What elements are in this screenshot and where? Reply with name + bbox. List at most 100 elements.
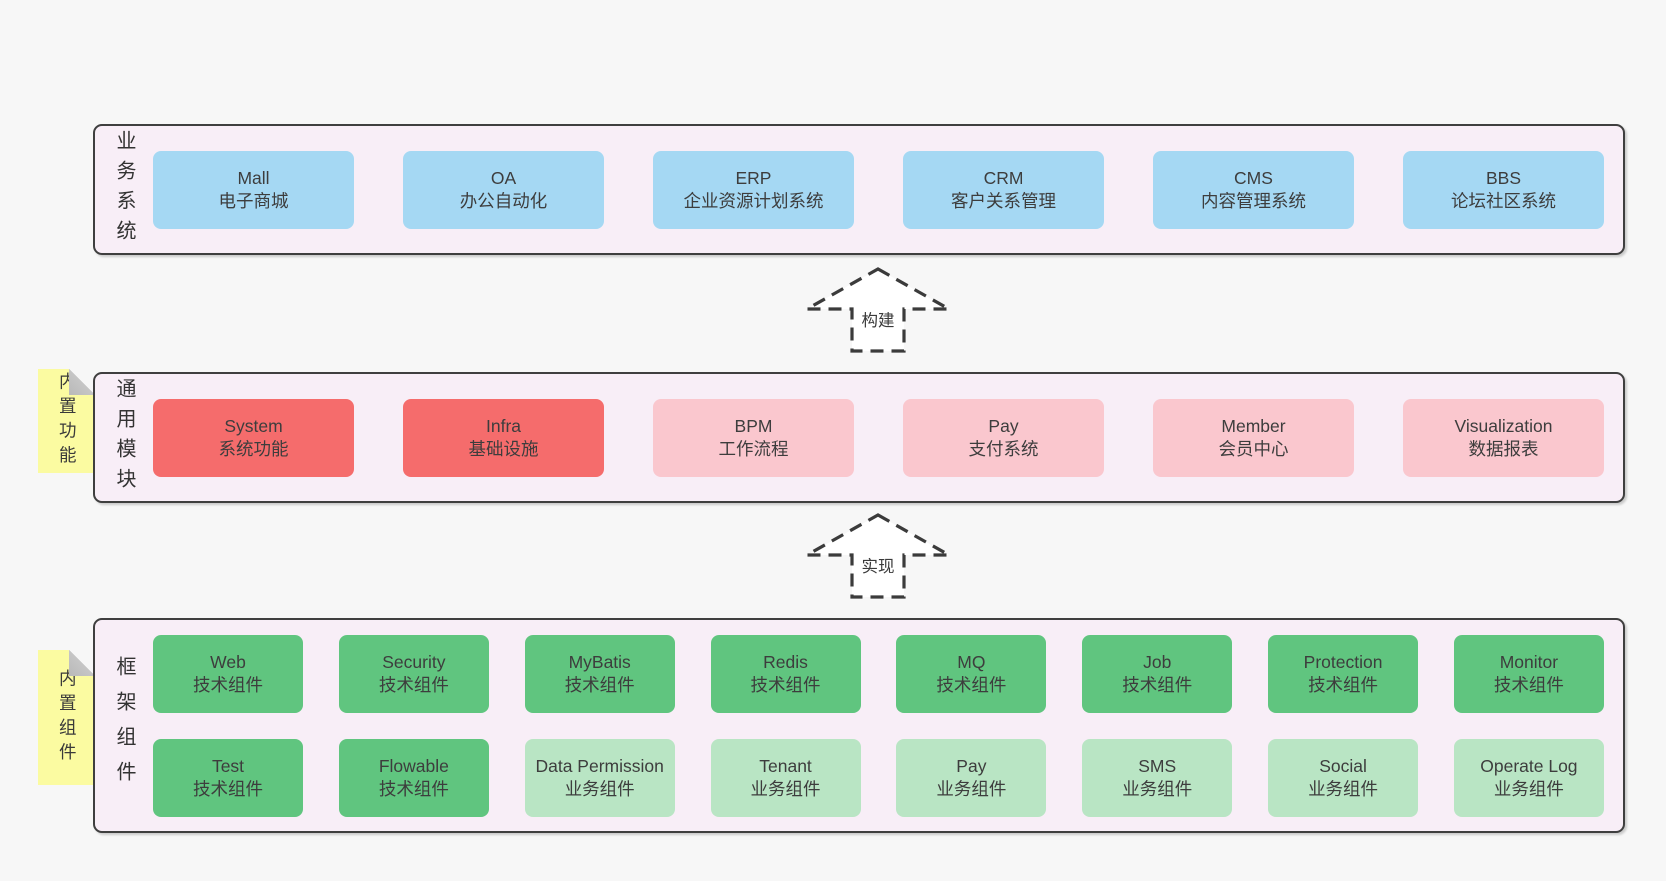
box-title: Operate Log — [1480, 755, 1578, 776]
box-subtitle: 技术组件 — [1493, 674, 1564, 695]
box-subtitle: 系统功能 — [218, 438, 289, 459]
box-title: Social — [1319, 755, 1367, 776]
box-title: Mall — [237, 167, 270, 188]
box-title: Pay — [956, 755, 987, 776]
box-title: Infra — [485, 415, 522, 436]
box-title: Data Permission — [535, 755, 664, 776]
box-title: Security — [382, 651, 446, 672]
arrow-label: 构建 — [858, 307, 898, 331]
box-title: Flowable — [378, 755, 449, 776]
box-subtitle: 业务组件 — [750, 778, 821, 799]
box-title: Member — [1221, 415, 1286, 436]
box-subtitle: 技术组件 — [1122, 674, 1193, 695]
sticky-note-builtin-features: 内置功能 — [38, 369, 95, 473]
box-subtitle: 会员中心 — [1218, 438, 1289, 459]
box-title: MyBatis — [568, 651, 631, 672]
panel-side-label: 通用模块 — [113, 377, 135, 498]
box-title: SMS — [1138, 755, 1177, 776]
box-title: Pay — [988, 415, 1019, 436]
box-title: CMS — [1234, 167, 1273, 188]
box-subtitle: 技术组件 — [936, 674, 1007, 695]
box-title: Protection — [1303, 651, 1383, 672]
box-subtitle: 论坛社区系统 — [1451, 190, 1556, 211]
box-subtitle: 业务组件 — [1308, 778, 1379, 799]
sticky-note-builtin-components: 内置组件 — [38, 650, 95, 785]
box-title: CRM — [983, 167, 1024, 188]
box-subtitle: 技术组件 — [193, 674, 263, 695]
box-subtitle: 业务组件 — [564, 778, 635, 799]
box-title: ERP — [735, 167, 772, 188]
sticky-note-text: 内置组件 — [57, 668, 78, 767]
box-subtitle: 企业资源计划系统 — [683, 190, 824, 211]
box-subtitle: 基础设施 — [468, 438, 539, 459]
box-subtitle: 技术组件 — [378, 674, 449, 695]
sticky-note-text: 内置功能 — [57, 372, 78, 470]
box-subtitle: 客户关系管理 — [951, 190, 1056, 211]
box-subtitle: 技术组件 — [378, 778, 449, 799]
box-title: Monitor — [1499, 651, 1559, 672]
panel-side-label: 业务系统 — [113, 129, 135, 250]
arrow-build: 构建 — [798, 266, 958, 354]
box-subtitle: 工作流程 — [718, 438, 789, 459]
box-subtitle: 业务组件 — [1122, 778, 1193, 799]
box-subtitle: 技术组件 — [193, 778, 263, 799]
box-title: Tenant — [759, 755, 812, 776]
arrow-label: 实现 — [858, 553, 898, 577]
panel-side-label: 框架组件 — [113, 655, 135, 796]
box-subtitle: 业务组件 — [1493, 778, 1564, 799]
box-subtitle: 电子商城 — [218, 190, 289, 211]
box-title: OA — [490, 167, 517, 188]
box-subtitle: 技术组件 — [1308, 674, 1379, 695]
box-title: Redis — [763, 651, 808, 672]
box-title: BBS — [1485, 167, 1522, 188]
box-title: Web — [210, 651, 246, 672]
box-subtitle: 技术组件 — [750, 674, 821, 695]
box-subtitle: 办公自动化 — [459, 190, 548, 211]
box-subtitle: 内容管理系统 — [1201, 190, 1306, 211]
box-title: Job — [1143, 651, 1172, 672]
box-title: MQ — [957, 651, 986, 672]
box-subtitle: 数据报表 — [1468, 438, 1539, 459]
box-title: Test — [211, 755, 245, 776]
arrow-implement: 实现 — [798, 512, 958, 600]
box-subtitle: 技术组件 — [564, 674, 635, 695]
box-title: Visualization — [1454, 415, 1553, 436]
box-title: System — [224, 415, 283, 436]
box-subtitle: 支付系统 — [968, 438, 1039, 459]
